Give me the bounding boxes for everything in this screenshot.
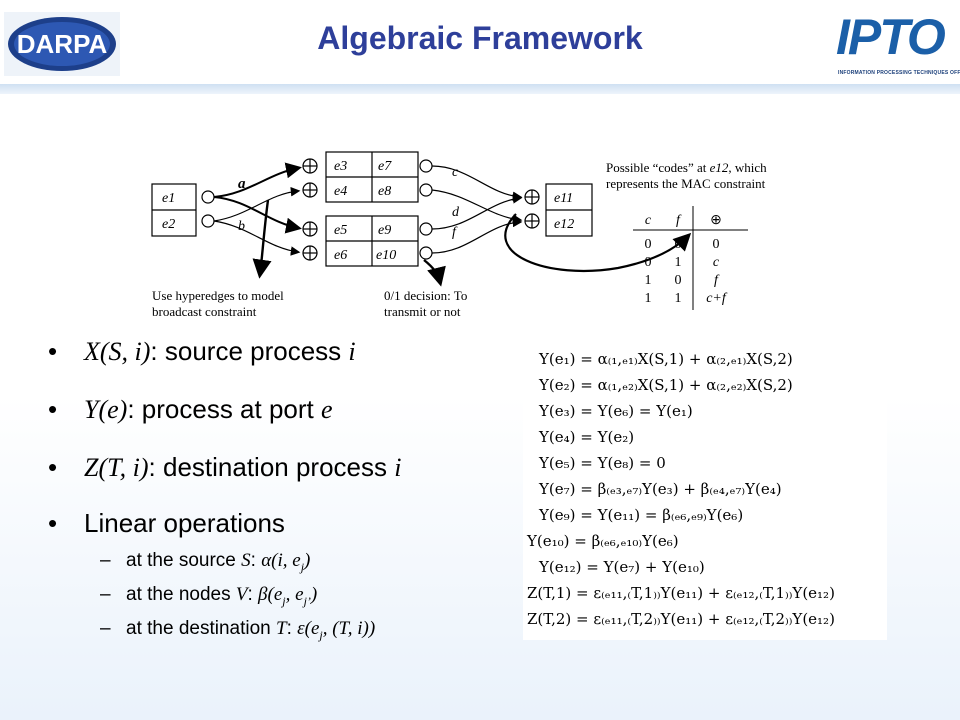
network-diagram: e1 e2 e3 e4 e5 e6 e7 e8 e9 e10 e11 e12 a… [148,150,808,330]
codes-table-header: ⊕ [710,213,722,228]
bullet-tail: e [320,395,333,424]
equation-block: Y(e₁) = α₍₁,ₑ₁₎X(S,1) + α₍₂,ₑ₁₎X(S,2)Y(e… [523,344,887,640]
codes-table-cell: 1 [645,291,652,306]
equation-lhs: Y(e₂) [539,376,576,394]
bullet-text: Linear operations [84,508,285,538]
slide-title: Algebraic Framework [317,20,643,56]
darpa-logo-text: DARPA [17,29,108,59]
codes-table-header: c [645,213,652,228]
equation-rhs: = β₍ₑ₆,ₑ₁₀₎Y(e₆) [569,532,679,550]
equation-lhs: Y(e₅) [539,454,576,472]
ipto-logo-subtitle: INFORMATION PROCESSING TECHNIQUES OFFICE [838,70,960,76]
equation-lhs: Y(e₁₀) [527,532,570,550]
bullet-text: : destination process [148,452,395,482]
edge-label-d: d [452,205,460,220]
edge-label-a: a [238,176,246,192]
equation-rhs: = Y(e₂) [575,428,635,446]
equation-lhs: Y(e₃) [539,402,576,420]
decision-note-line2: transmit or not [384,304,461,319]
equation-line: Y(e₇) = β₍ₑ₃,ₑ₇₎Y(e₃) + β₍ₑ₄,ₑ₇₎Y(e₄) [539,480,782,498]
codes-table-cell: 0 [645,255,652,270]
label-e6: e6 [334,248,347,263]
equation-line: Z(T,2) = ε₍ₑ₁₁,₍T,2₎₎Y(e₁₁) + ε₍ₑ₁₂,₍T,2… [527,610,835,628]
bullet-text: : source process [150,336,349,366]
edge-label-f: f [452,225,458,240]
equation-rhs: = Y(e₁₁) = β₍ₑ₆,ₑ₉₎Y(e₆) [575,506,744,524]
equation-lhs: Z(T,1) [527,584,572,602]
header-divider [0,84,960,94]
slide-header: DARPA Algebraic Framework IPTO INFORMATI… [0,0,960,90]
bullet-math: X(S, i) [84,337,151,366]
darpa-logo: DARPA [4,12,120,76]
codes-note-line2: represents the MAC constraint [606,176,766,191]
codes-note-line1: Possible “codes” at e12, which [606,160,767,175]
codes-table-cell: 1 [645,273,652,288]
bullet-dot: • [48,508,58,538]
equation-lhs: Y(e₇) [539,480,576,498]
bullet-dot: • [48,452,58,482]
label-e10: e10 [376,248,396,263]
equation-lhs: Y(e₁₂) [539,558,582,576]
bullet-dot: • [48,394,58,424]
ipto-logo: IPTO INFORMATION PROCESSING TECHNIQUES O… [832,9,960,78]
equation-line: Y(e₁₂) = Y(e₇) + Y(e₁₀) [539,558,705,576]
equation-line: Y(e₃) = Y(e₆) = Y(e₁) [539,402,693,420]
equation-lhs: Y(e₁) [539,350,576,368]
equation-line: Y(e₁) = α₍₁,ₑ₁₎X(S,1) + α₍₂,ₑ₁₎X(S,2) [539,350,793,368]
equation-rhs: = Y(e₈) = 0 [575,454,666,472]
label-e5: e5 [334,223,347,238]
codes-table-header: f [676,213,682,228]
equation-rhs: = ε₍ₑ₁₁,₍T,2₎₎Y(e₁₁) + ε₍ₑ₁₂,₍T,2₎₎Y(e₁₂… [571,610,835,628]
network-diagram-svg: e1 e2 e3 e4 e5 e6 e7 e8 e9 e10 e11 e12 a… [151,151,767,319]
equation-rhs: = Y(e₆) = Y(e₁) [575,402,693,420]
equation-lhs: Y(e₄) [539,428,576,446]
codes-table-cell: c+f [706,291,728,306]
edge-label-c: c [452,165,459,180]
decision-note-line1: 0/1 decision: To [384,288,467,303]
label-e11: e11 [554,191,573,206]
codes-table-cell: 0 [675,273,682,288]
bullet-math: Y(e) [84,395,128,424]
bullet-dot: • [48,336,58,366]
label-e12: e12 [554,217,574,232]
equation-rhs: = β₍ₑ₃,ₑ₇₎Y(e₃) + β₍ₑ₄,ₑ₇₎Y(e₄) [575,480,782,498]
label-e3: e3 [334,159,347,174]
equation-rhs: = ε₍ₑ₁₁,₍T,1₎₎Y(e₁₁) + ε₍ₑ₁₂,₍T,1₎₎Y(e₁₂… [571,584,835,602]
bullet-text: : process at port [127,394,321,424]
equation-rhs: = α₍₁,ₑ₂₎X(S,1) + α₍₂,ₑ₂₎X(S,2) [575,376,793,394]
equation-rhs: = α₍₁,ₑ₁₎X(S,1) + α₍₂,ₑ₁₎X(S,2) [575,350,793,368]
label-e1: e1 [162,191,175,206]
equation-line: Y(e₉) = Y(e₁₁) = β₍ₑ₆,ₑ₉₎Y(e₆) [539,506,743,524]
codes-table-cell: 1 [675,255,682,270]
label-e8: e8 [378,184,391,199]
label-e2: e2 [162,217,175,232]
equation-rhs: = Y(e₇) + Y(e₁₀) [581,558,705,576]
equation-lhs: Z(T,2) [527,610,572,628]
equation-line: Y(e₄) = Y(e₂) [539,428,634,446]
ipto-logo-text: IPTO [836,9,946,65]
label-e7: e7 [378,159,392,174]
codes-table-cell: f [714,273,720,288]
equation-line: Y(e₂) = α₍₁,ₑ₂₎X(S,1) + α₍₂,ₑ₂₎X(S,2) [539,376,793,394]
label-e4: e4 [334,184,347,199]
equation-line: Y(e₁₀) = β₍ₑ₆,ₑ₁₀₎Y(e₆) [527,532,679,550]
label-e9: e9 [378,223,391,238]
equation-line: Z(T,1) = ε₍ₑ₁₁,₍T,1₎₎Y(e₁₁) + ε₍ₑ₁₂,₍T,1… [527,584,835,602]
codes-table-cell: 1 [675,291,682,306]
equation-lhs: Y(e₉) [539,506,576,524]
bullet-tail: i [348,337,356,366]
codes-table-cell: 0 [713,237,720,252]
codes-table-cell: 0 [645,237,652,252]
equation-line: Y(e₅) = Y(e₈) = 0 [539,454,666,472]
hyperedge-note-line1: Use hyperedges to model [152,288,284,303]
bullet-math: Z(T, i) [84,453,149,482]
codes-table-cell: 0 [675,237,682,252]
hyperedge-note-line2: broadcast constraint [152,304,257,319]
edge-label-b: b [238,219,245,234]
codes-table-cell: c [713,255,720,270]
bullet-tail: i [394,453,402,482]
